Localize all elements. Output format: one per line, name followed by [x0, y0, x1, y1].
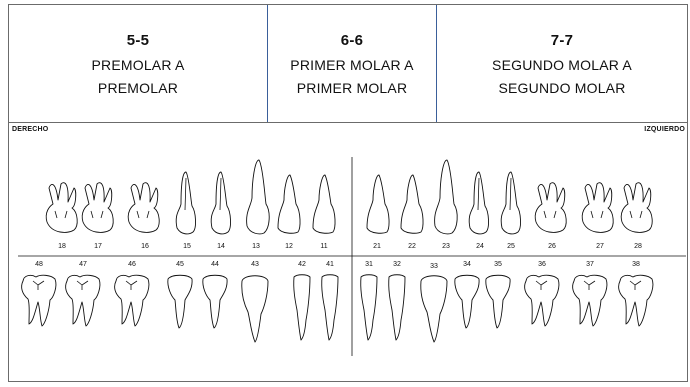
tooth-number-16: 16 [141, 243, 149, 250]
tooth-outline [535, 183, 566, 233]
tooth-outline [421, 276, 447, 342]
tooth-number-36: 36 [538, 261, 546, 268]
tooth-number-33: 33 [430, 263, 438, 270]
upper-tooth-27[interactable] [582, 183, 613, 233]
upper-tooth-21[interactable] [367, 175, 389, 233]
tooth-number-44: 44 [211, 261, 219, 268]
tooth-number-28: 28 [634, 243, 642, 250]
lower-tooth-38[interactable] [619, 275, 653, 326]
tooth-number-17: 17 [94, 243, 102, 250]
tooth-outline [82, 183, 113, 233]
tooth-outline [621, 183, 652, 233]
tooth-outline [582, 183, 613, 233]
tooth-number-26: 26 [548, 243, 556, 250]
upper-tooth-16[interactable] [128, 183, 159, 233]
tooth-outline [401, 175, 423, 233]
tooth-number-41: 41 [326, 261, 334, 268]
upper-tooth-23[interactable] [435, 160, 458, 234]
upper-tooth-18[interactable] [46, 183, 77, 233]
tooth-outline [247, 160, 270, 234]
tooth-number-11: 11 [320, 243, 327, 250]
tooth-outline [128, 183, 159, 233]
tooth-number-42: 42 [298, 261, 306, 268]
upper-tooth-28[interactable] [621, 183, 652, 233]
lower-tooth-44[interactable] [203, 275, 227, 328]
tooth-number-27: 27 [596, 243, 604, 250]
upper-tooth-17[interactable] [82, 183, 113, 233]
tooth-number-48: 48 [35, 261, 43, 268]
tooth-outline [242, 276, 268, 342]
upper-tooth-25[interactable] [501, 172, 520, 234]
lower-tooth-37[interactable] [573, 275, 607, 326]
lower-tooth-42[interactable] [294, 275, 310, 340]
tooth-outline [115, 275, 149, 326]
upper-tooth-15[interactable] [176, 172, 195, 234]
tooth-outline [573, 275, 607, 326]
tooth-outline [278, 175, 300, 233]
tooth-outline [389, 275, 405, 340]
tooth-number-25: 25 [507, 243, 515, 250]
tooth-number-45: 45 [176, 261, 184, 268]
tooth-outline [168, 275, 192, 328]
lower-tooth-47[interactable] [66, 275, 100, 326]
tooth-number-23: 23 [442, 243, 450, 250]
tooth-number-47: 47 [79, 261, 87, 268]
tooth-number-46: 46 [128, 261, 136, 268]
tooth-outline [313, 175, 335, 233]
tooth-outline [367, 175, 389, 233]
tooth-number-34: 34 [463, 261, 471, 268]
upper-tooth-13[interactable] [247, 160, 270, 234]
tooth-outline [22, 275, 56, 326]
lower-tooth-41[interactable] [322, 275, 338, 340]
tooth-number-18: 18 [58, 243, 66, 250]
tooth-number-38: 38 [632, 261, 640, 268]
tooth-outline [203, 275, 227, 328]
lower-tooth-45[interactable] [168, 275, 192, 328]
upper-tooth-24[interactable] [469, 172, 488, 234]
tooth-outline [361, 275, 377, 340]
tooth-number-24: 24 [476, 243, 484, 250]
lower-tooth-43[interactable] [242, 276, 268, 342]
upper-tooth-22[interactable] [401, 175, 423, 233]
tooth-outline [619, 275, 653, 326]
tooth-number-31: 31 [365, 261, 373, 268]
tooth-number-14: 14 [217, 243, 225, 250]
upper-tooth-11[interactable] [313, 175, 335, 233]
upper-tooth-14[interactable] [211, 172, 230, 234]
tooth-outline [525, 275, 559, 326]
tooth-outline [294, 275, 310, 340]
lower-tooth-36[interactable] [525, 275, 559, 326]
tooth-outline [455, 275, 479, 328]
lower-tooth-31[interactable] [361, 275, 377, 340]
lower-tooth-48[interactable] [22, 275, 56, 326]
tooth-number-32: 32 [393, 261, 401, 268]
lower-tooth-33[interactable] [421, 276, 447, 342]
tooth-number-35: 35 [494, 261, 502, 268]
tooth-number-15: 15 [183, 243, 191, 250]
tooth-outline [435, 160, 458, 234]
lower-tooth-35[interactable] [486, 275, 510, 328]
lower-tooth-34[interactable] [455, 275, 479, 328]
teeth-group: 18 17 16 15 14 13 12 11 21 22 23 24 25 26 27 28 48 47 46 45… [22, 160, 653, 342]
tooth-number-22: 22 [408, 243, 416, 250]
tooth-number-43: 43 [251, 261, 259, 268]
lower-tooth-32[interactable] [389, 275, 405, 340]
tooth-number-13: 13 [252, 243, 260, 250]
tooth-outline [322, 275, 338, 340]
tooth-number-12: 12 [285, 243, 293, 250]
lower-tooth-46[interactable] [115, 275, 149, 326]
tooth-outline [486, 275, 510, 328]
tooth-outline [66, 275, 100, 326]
tooth-number-21: 21 [373, 243, 381, 250]
upper-tooth-12[interactable] [278, 175, 300, 233]
upper-tooth-26[interactable] [535, 183, 566, 233]
tooth-number-37: 37 [586, 261, 594, 268]
tooth-outline [46, 183, 77, 233]
